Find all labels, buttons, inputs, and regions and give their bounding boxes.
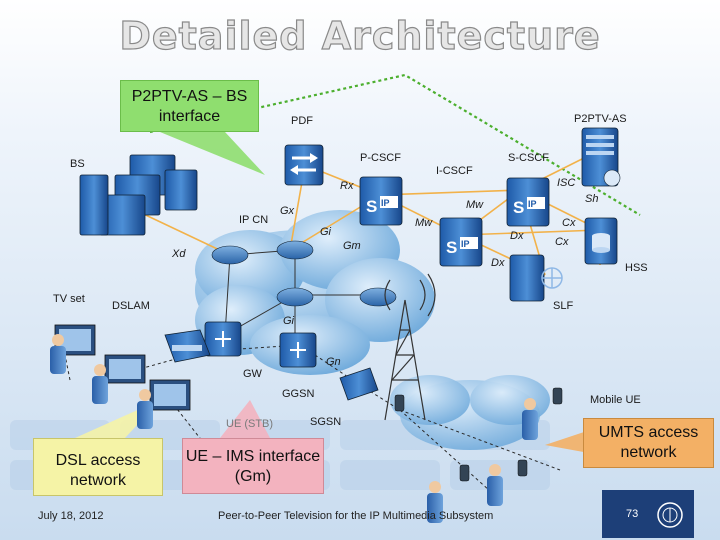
callout-dsl-access: DSL access network: [33, 438, 163, 496]
node-label-dslam: DSLAM: [112, 300, 150, 312]
p2ptv-as-server-icon: [581, 127, 621, 187]
node-label-p-cscf: P-CSCF: [360, 152, 401, 164]
node-label-sgsn: SGSN: [310, 416, 342, 428]
interface-label-isc: ISC: [557, 177, 576, 189]
footer-caption: Peer-to-Peer Television for the IP Multi…: [218, 510, 494, 522]
interface-label-gi-2: Gi: [283, 315, 294, 327]
umts-cloud: [390, 375, 550, 450]
node-label-ip-cn: IP CN: [239, 214, 269, 226]
bs-server-rack-icon: [79, 154, 198, 236]
interface-label-gn: Gn: [326, 356, 341, 368]
interface-label-mw-1: Mw: [466, 199, 484, 211]
svg-text:S: S: [513, 198, 524, 217]
pdf-server-icon: [284, 144, 324, 186]
green-callout-pointer: [160, 132, 265, 175]
callout-bs-interface: P2PTV-AS – BS interface: [120, 80, 259, 132]
node-label-i-cscf: I-CSCF: [436, 165, 473, 177]
node-label-mobile-ue: Mobile UE: [590, 394, 641, 406]
dslam-icon: [164, 329, 211, 363]
callout-ue-ims: UE – IMS interface (Gm): [182, 438, 324, 494]
node-label-pdf: PDF: [291, 115, 313, 127]
pink-callout-pointer: [220, 400, 270, 438]
s-cscf-server-icon: S IP: [506, 177, 550, 227]
interface-label-dx-1: Dx: [510, 230, 524, 242]
ggsn-icon: [279, 332, 317, 368]
cell-tower-icon: [384, 273, 436, 421]
node-label-ggsn: GGSN: [282, 388, 315, 400]
node-label-hss: HSS: [625, 262, 648, 274]
interface-label-cx-2: Cx: [555, 236, 569, 248]
interface-label-mw-2: Mw: [415, 217, 433, 229]
interface-label-dx-2: Dx: [491, 257, 505, 269]
page-number: 73: [626, 508, 639, 520]
slf-server-icon: [509, 254, 563, 302]
node-label-slf: SLF: [553, 300, 574, 312]
interface-label-cx-1: Cx: [562, 217, 576, 229]
node-label-p2ptv-as: P2PTV-AS: [574, 113, 627, 125]
node-label-gw: GW: [243, 368, 262, 380]
node-label-s-cscf: S-CSCF: [508, 152, 549, 164]
callout-umts-access: UMTS access network: [583, 418, 714, 468]
interface-label-gi-1: Gi: [320, 226, 331, 238]
svg-text:S: S: [366, 197, 377, 216]
slide-title: Detailed Architecture: [119, 13, 601, 58]
svg-text:S: S: [446, 238, 457, 257]
p-cscf-server-icon: S IP: [359, 176, 403, 226]
router-icons: [211, 240, 397, 307]
page-number-box: [602, 490, 694, 538]
interface-label-sh: Sh: [585, 193, 599, 205]
node-label-ue-stb: UE (STB): [226, 418, 274, 430]
i-cscf-server-icon: S IP: [439, 217, 483, 267]
sgsn-icon: [339, 367, 379, 401]
interface-label-xd: Xd: [172, 248, 186, 260]
mobile-phone-icons: [394, 387, 563, 482]
interface-label-gm: Gm: [343, 240, 361, 252]
user-figures: [50, 334, 538, 523]
hss-database-icon: [584, 217, 618, 265]
footer-date: July 18, 2012: [38, 510, 104, 522]
svg-text:IP: IP: [528, 199, 537, 209]
interface-label-rx: Rx: [340, 180, 354, 192]
interface-label-gx: Gx: [280, 205, 295, 217]
node-label-tv-set: TV set: [53, 293, 85, 305]
node-label-bs: BS: [70, 158, 85, 170]
gw-icon: [204, 321, 242, 357]
university-seal-icon: [657, 502, 683, 528]
svg-text:IP: IP: [461, 239, 470, 249]
svg-text:IP: IP: [381, 198, 390, 208]
